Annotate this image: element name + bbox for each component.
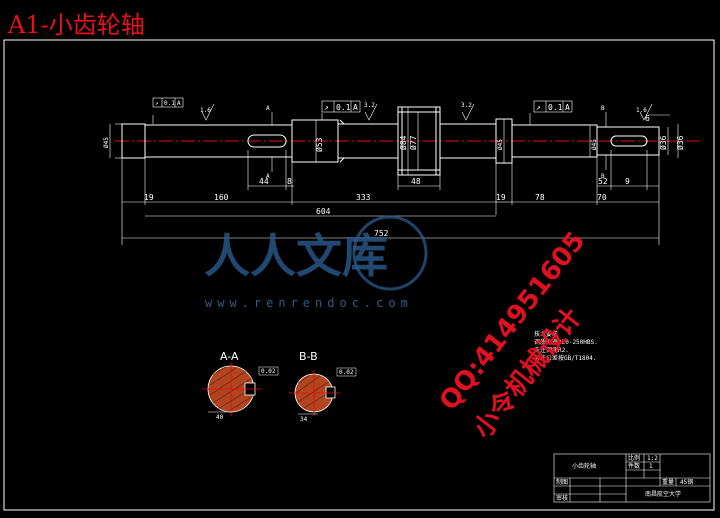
dim-44: 44 <box>259 177 269 186</box>
diameter-label-7: Ø36 <box>658 135 668 150</box>
svg-text:0.02: 0.02 <box>261 368 276 375</box>
diameter-label-1: Ø45 <box>103 137 110 148</box>
dim-70: 70 <box>597 193 607 202</box>
dim-19-right: 19 <box>496 193 506 202</box>
svg-text:0.02: 0.02 <box>339 369 354 376</box>
section-a-label: A-A <box>220 350 239 363</box>
dim-604: 604 <box>316 207 331 216</box>
svg-text:未注公差按GB/T1804.: 未注公差按GB/T1804. <box>534 354 597 362</box>
svg-text:↗: ↗ <box>324 103 329 112</box>
tb-material: 45钢 <box>680 478 693 486</box>
dim-9: 9 <box>625 177 630 186</box>
section-b-label: B-B <box>299 350 318 363</box>
section-marker-b-bottom: B <box>601 173 605 180</box>
svg-text:↗: ↗ <box>536 103 541 112</box>
roughness-label-4: 1.6 <box>636 107 647 114</box>
tb-part-name: 小齿轮轴 <box>572 462 596 470</box>
tb-checked-label: 审核 <box>556 494 568 502</box>
section-marker-b-top: B <box>601 105 605 112</box>
dim-160: 160 <box>214 193 229 202</box>
dim-333: 333 <box>356 193 371 202</box>
section-marker-a-bottom: A <box>266 173 270 180</box>
tb-qty-value: 1 <box>649 463 653 470</box>
section-a-view: 0.02 40 <box>202 362 279 421</box>
dim-19-left: 19 <box>144 193 154 202</box>
diameter-label-2: Ø53 <box>314 137 324 152</box>
dim-752: 752 <box>374 229 389 238</box>
svg-text:A: A <box>353 103 358 112</box>
tolerance-frame-1: ↗ 0.1 A <box>152 97 184 108</box>
diameter-label-5: Ø45 <box>497 139 504 150</box>
extension-lines <box>115 114 670 245</box>
datum-markers <box>152 112 607 172</box>
svg-text:40: 40 <box>216 414 224 421</box>
tb-scale-label: 比例 <box>628 454 640 462</box>
svg-text:技术要求: 技术要求 <box>534 330 558 338</box>
tolerance-frame-3: ↗ 0.1 A <box>533 100 573 113</box>
tb-weight-label: 重量 <box>662 478 674 486</box>
drawing-title: A1-小齿轮轴 <box>7 11 145 39</box>
diameter-leaders <box>109 107 679 175</box>
diameter-label-8: Ø36 <box>675 135 685 150</box>
dim-48: 48 <box>411 177 421 186</box>
roughness-symbols <box>201 103 653 121</box>
dim-78: 78 <box>535 193 545 202</box>
svg-text:0.1: 0.1 <box>336 103 351 112</box>
title-block <box>553 453 711 503</box>
diameter-label-6: Ø45 <box>591 139 598 150</box>
svg-text:A: A <box>565 103 570 112</box>
roughness-label-3: 3.2 <box>461 102 472 109</box>
diameter-label-3: Ø84 <box>398 135 408 150</box>
svg-text:↗: ↗ <box>155 100 159 107</box>
tb-school: 南昌航空大学 <box>645 490 681 498</box>
tech-notes: 技术要求 调质处理220-250HBS. 未注倒角R2. 未注公差按GB/T18… <box>534 330 598 362</box>
tb-qty-label: 件数 <box>628 462 640 470</box>
diameter-label-4: Ø77 <box>408 135 418 150</box>
tb-drawn-label: 制图 <box>556 478 568 486</box>
dimension-lines <box>122 185 659 239</box>
renrendoc-url: www.renrendoc.com <box>205 296 413 310</box>
dim-52: 52 <box>598 177 608 186</box>
roughness-label-1: 1.6 <box>200 107 211 114</box>
svg-text:0.1: 0.1 <box>548 103 563 112</box>
svg-text:调质处理220-250HBS.: 调质处理220-250HBS. <box>534 338 598 346</box>
svg-text:0.1: 0.1 <box>164 100 175 107</box>
dim-6: 6 <box>645 114 650 123</box>
svg-text:A: A <box>177 100 181 107</box>
svg-text:人人文库: 人人文库 <box>204 229 388 283</box>
svg-text:34: 34 <box>300 416 308 423</box>
section-b-view: 0.02 34 <box>289 367 357 423</box>
svg-text:未注倒角R2.: 未注倒角R2. <box>534 346 569 354</box>
tolerance-frame-2: ↗ 0.1 A <box>321 100 361 113</box>
tb-scale-value: 1:2 <box>647 455 658 462</box>
renrendoc-logo: 人人文库 <box>204 215 428 291</box>
roughness-label-2: 3.2 <box>364 102 375 109</box>
dim-8: 8 <box>287 177 292 186</box>
section-marker-a-top: A <box>266 105 270 112</box>
